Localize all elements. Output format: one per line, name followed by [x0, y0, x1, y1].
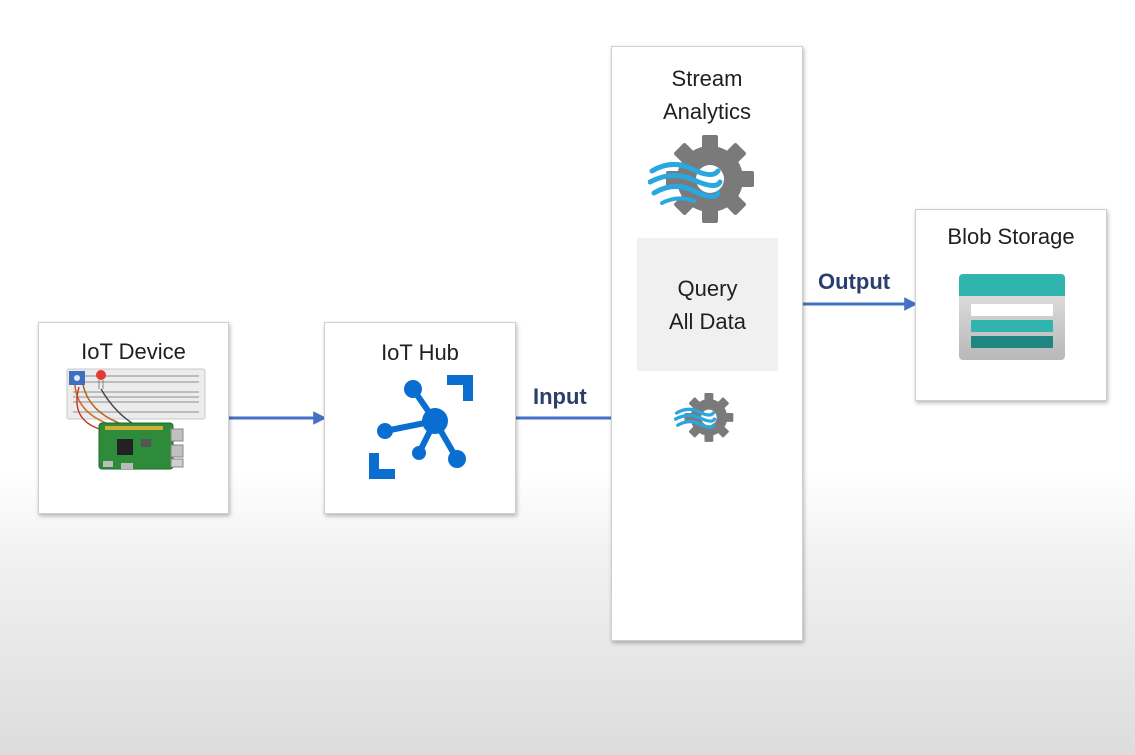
iot-hub-title: IoT Hub [381, 340, 459, 365]
iot-hub-node: IoT Hub [324, 322, 516, 514]
input-label: Input [533, 384, 587, 409]
blob-storage-node: Blob Storage [915, 209, 1107, 401]
stream-analytics-gear-icon [648, 135, 754, 223]
blob-storage-icon [959, 274, 1065, 360]
stream-analytics-node: Stream Analytics Query All Data [611, 46, 803, 641]
stream-analytics-gear-small-icon [674, 393, 734, 442]
iot-hub-icon [369, 375, 473, 479]
query-box: Query All Data [637, 238, 778, 371]
output-label: Output [818, 269, 891, 294]
raspberry-pi-breadboard-icon [66, 368, 206, 470]
iot-device-title: IoT Device [81, 339, 186, 364]
stream-analytics-title: Stream Analytics [662, 66, 752, 124]
iot-device-node: IoT Device [38, 322, 229, 514]
query-text: Query All Data [668, 276, 747, 334]
blob-storage-title: Blob Storage [947, 224, 1075, 249]
